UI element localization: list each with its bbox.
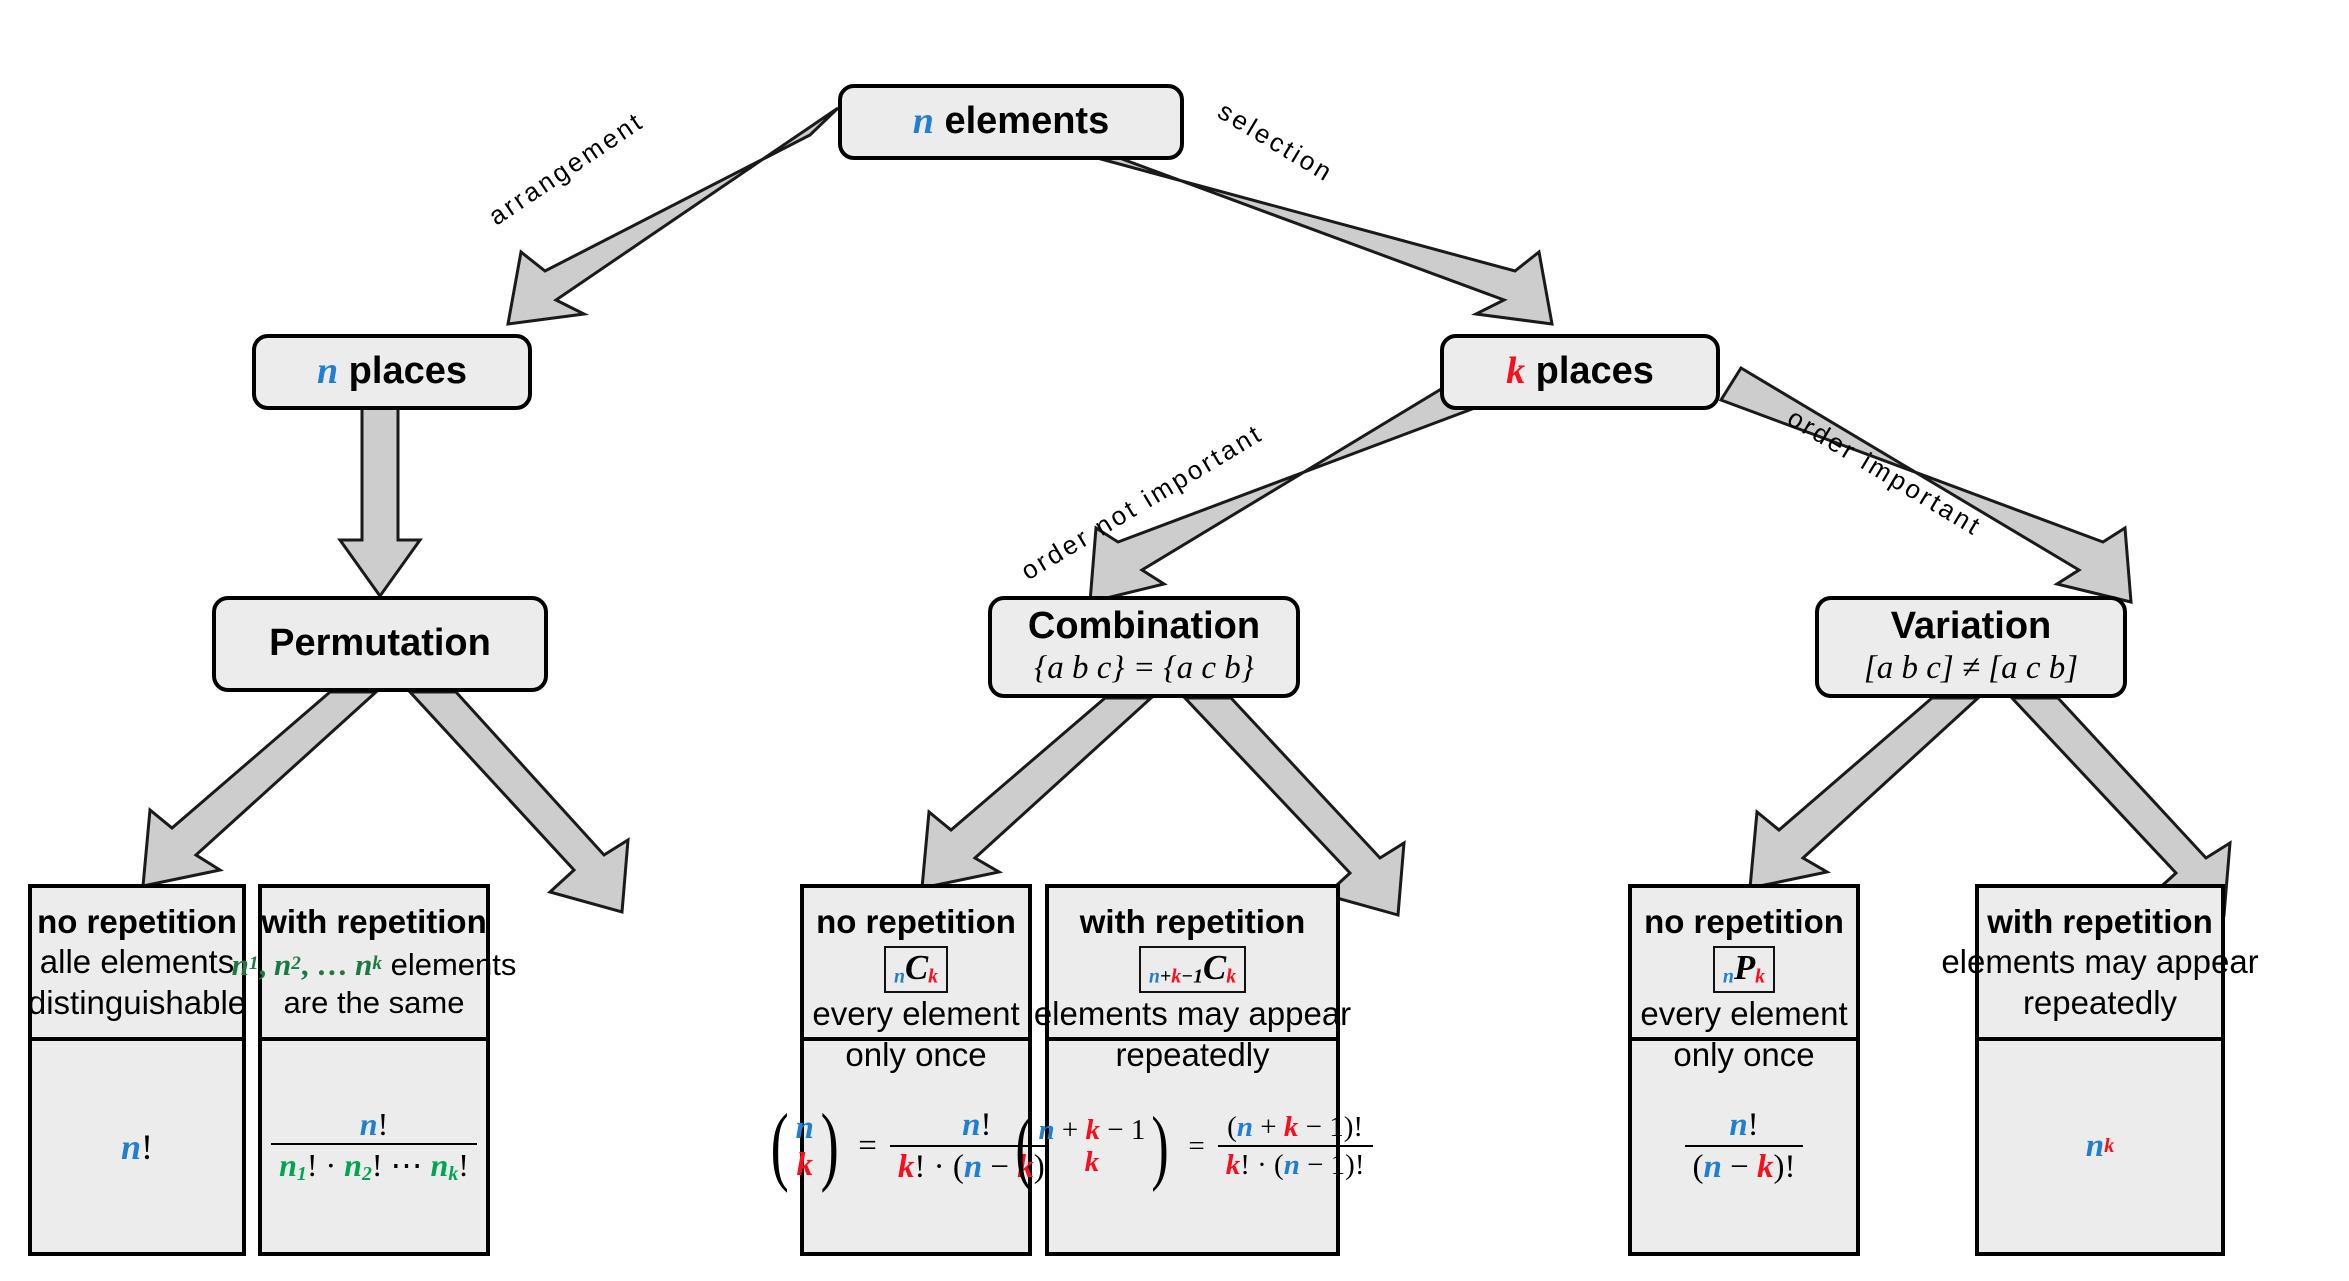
arrow-variation-right: [2008, 696, 2232, 917]
leaf-upper: no repetition alle elements distinguisha…: [28, 888, 246, 1041]
leaf-desc-line2: repeatedly: [2022, 983, 2178, 1021]
leaf-desc-line1-suffix: elements: [381, 946, 517, 982]
leaf-permutation-no-repetition[interactable]: no repetition alle elements distinguisha…: [28, 884, 246, 1256]
node-n-elements-label: n elements: [913, 101, 1109, 142]
leaf-head: with repetition: [261, 903, 487, 940]
node-variation-subtitle: [a b c] ≠ [a c b]: [1863, 649, 2079, 686]
node-k-places-label: k places: [1506, 351, 1654, 392]
edge-label-order-not-important: order not important: [1015, 417, 1269, 586]
notation-n-plus-k-minus-1-C-k: n+k−1Ck: [1138, 946, 1247, 993]
arrow-permutation-right: [406, 690, 630, 914]
leaf-description: elements may appear repeatedly: [1941, 941, 2258, 1024]
arrow-combination-left: [920, 696, 1155, 890]
leaf-head: no repetition: [1644, 903, 1844, 940]
notation-nCk: nCk: [883, 946, 949, 993]
leaf-lower: n! n1! · n2! ⋯ nk!: [262, 1041, 486, 1252]
symbol-n: n: [912, 100, 934, 143]
formula-n-factorial: n!: [120, 1126, 154, 1167]
formula-falling-factorial: n! (n − k)!: [1682, 1109, 1807, 1184]
arrow-combination-right: [1181, 696, 1406, 917]
notation-nPk: nPk: [1712, 946, 1776, 993]
leaf-lower: n!: [32, 1041, 242, 1252]
leaf-head: no repetition: [37, 903, 237, 940]
leaf-description: every element only once: [1640, 993, 1847, 1076]
leaf-description: every element only once: [812, 993, 1019, 1076]
node-n-places-text: places: [338, 350, 467, 393]
leaf-head: no repetition: [816, 903, 1016, 940]
arrow-arrangement: [506, 106, 840, 326]
node-combination-title: Combination: [1027, 604, 1261, 647]
node-n-elements[interactable]: n elements: [838, 84, 1184, 160]
symbol-n: n: [316, 350, 339, 393]
leaf-lower: n! (n − k)!: [1632, 1041, 1856, 1252]
leaf-upper: no repetition nPk every element only onc…: [1632, 888, 1856, 1073]
arrow-n-places-permutation: [337, 390, 423, 599]
leaf-description: elements may appear repeatedly: [1034, 993, 1351, 1076]
node-k-places-text: places: [1525, 350, 1654, 393]
leaf-desc-line1: elements may appear: [1941, 942, 2259, 980]
node-variation[interactable]: Variation [a b c] ≠ [a c b]: [1815, 596, 2127, 698]
node-permutation-title: Permutation: [269, 622, 491, 665]
leaf-desc-line2: repeatedly: [1115, 1035, 1270, 1073]
edge-label-arrangement: arrangement: [482, 105, 650, 232]
leaf-lower: ( nk ) = n! k! · (n − k)!: [771, 1041, 1064, 1252]
node-combination[interactable]: Combination {a b c} = {a c b}: [988, 596, 1300, 698]
node-n-places-label: n places: [317, 351, 467, 392]
edge-label-selection: selection: [1212, 95, 1340, 189]
leaf-desc-line1: every element: [1640, 994, 1848, 1032]
leaf-desc-line1: elements may appear: [1033, 994, 1352, 1032]
leaf-desc-line2: distinguishable: [27, 983, 247, 1021]
leaf-variation-with-repetition[interactable]: with repetition elements may appear repe…: [1941, 884, 2259, 1256]
leaf-upper: no repetition nCk every element only onc…: [804, 888, 1028, 1073]
node-combination-subtitle: {a b c} = {a c b}: [1034, 649, 1254, 686]
leaf-head: with repetition: [1079, 903, 1306, 940]
leaf-head: with repetition: [1987, 903, 2213, 940]
symbol-k: k: [1506, 350, 1526, 393]
arrow-variation-left: [1748, 696, 1982, 890]
node-variation-title: Variation: [1890, 604, 2052, 647]
leaf-variation-no-repetition[interactable]: no repetition nPk every element only onc…: [1628, 884, 1860, 1256]
arrow-permutation-left: [141, 690, 380, 888]
formula-multiset-permutation: n! n1! · n2! ⋯ nk!: [268, 1108, 480, 1185]
node-permutation[interactable]: Permutation: [212, 596, 548, 692]
leaf-desc-line2: only once: [1673, 1035, 1815, 1073]
leaf-upper: with repetition elements may appear repe…: [1941, 888, 2259, 1041]
leaf-combination-with-repetition[interactable]: with repetition n+k−1Ck elements may app…: [1015, 884, 1373, 1256]
leaf-desc-line1: every element: [812, 994, 1020, 1032]
leaf-combination-no-repetition[interactable]: no repetition nCk every element only onc…: [771, 884, 1064, 1256]
leaf-desc-line1: alle elements: [39, 942, 235, 980]
node-n-places[interactable]: n places: [252, 334, 532, 410]
leaf-description: alle elements distinguishable: [28, 941, 246, 1024]
edge-label-order-important: order important: [1782, 402, 1988, 542]
leaf-upper: with repetition n+k−1Ck elements may app…: [1034, 888, 1351, 1073]
node-n-elements-text: elements: [933, 100, 1110, 143]
leaf-desc-line2: are the same: [283, 985, 465, 1021]
leaf-desc-line2: only once: [845, 1035, 987, 1073]
node-k-places[interactable]: k places: [1440, 334, 1720, 410]
